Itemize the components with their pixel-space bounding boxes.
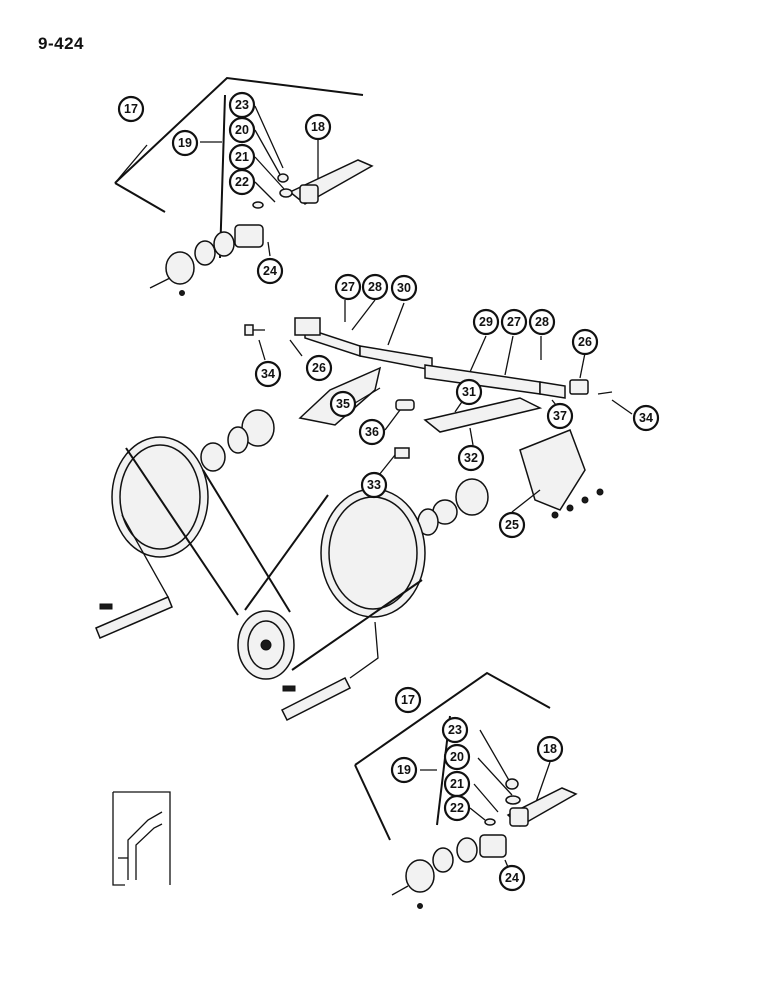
callout-c18: 35 bbox=[329, 390, 357, 418]
callout-c26: 17 bbox=[394, 686, 422, 714]
callout-c20: 36 bbox=[358, 418, 386, 446]
callout-c8: 24 bbox=[256, 257, 284, 285]
callout-c29: 20 bbox=[443, 743, 471, 771]
callout-c19: 31 bbox=[455, 378, 483, 406]
svg-text:35: 35 bbox=[336, 397, 350, 411]
callout-c33: 24 bbox=[498, 864, 526, 892]
callout-c32: 22 bbox=[443, 794, 471, 822]
top-bracket-17 bbox=[114, 76, 364, 184]
bracket-25 bbox=[519, 429, 586, 511]
svg-text:33: 33 bbox=[367, 478, 381, 492]
belt-drive bbox=[95, 436, 426, 722]
bottom-bracket-17 bbox=[354, 671, 551, 766]
svg-text:21: 21 bbox=[235, 150, 249, 164]
svg-text:37: 37 bbox=[553, 409, 567, 423]
svg-text:27: 27 bbox=[507, 315, 521, 329]
callout-c1: 17 bbox=[117, 95, 145, 123]
callout-c15: 27 bbox=[500, 308, 528, 336]
svg-text:19: 19 bbox=[178, 136, 192, 150]
svg-text:32: 32 bbox=[464, 451, 478, 465]
callout-c7: 18 bbox=[304, 113, 332, 141]
svg-text:34: 34 bbox=[261, 367, 275, 381]
callout-c13: 26 bbox=[305, 354, 333, 382]
callout-c28: 18 bbox=[536, 735, 564, 763]
top-bracket-19 bbox=[219, 94, 226, 259]
callout-c4: 20 bbox=[228, 116, 256, 144]
callout-c24: 33 bbox=[360, 471, 388, 499]
svg-text:23: 23 bbox=[448, 723, 462, 737]
svg-text:27: 27 bbox=[341, 280, 355, 294]
svg-text:31: 31 bbox=[462, 385, 476, 399]
callout-c2: 19 bbox=[171, 129, 199, 157]
svg-text:26: 26 bbox=[312, 361, 326, 375]
callout-c9: 27 bbox=[334, 273, 362, 301]
coupler-24-bottom bbox=[479, 834, 507, 858]
svg-text:34: 34 bbox=[639, 411, 653, 425]
svg-text:26: 26 bbox=[578, 335, 592, 349]
svg-text:24: 24 bbox=[263, 264, 277, 278]
page-code: 9-424 bbox=[38, 34, 84, 53]
callout-c27: 23 bbox=[441, 716, 469, 744]
callout-c11: 30 bbox=[390, 274, 418, 302]
callout-c16: 28 bbox=[528, 308, 556, 336]
svg-text:25: 25 bbox=[505, 518, 519, 532]
svg-text:21: 21 bbox=[450, 777, 464, 791]
callout-c14: 29 bbox=[472, 308, 500, 336]
svg-text:20: 20 bbox=[235, 123, 249, 137]
callout-c21: 37 bbox=[546, 402, 574, 430]
svg-text:20: 20 bbox=[450, 750, 464, 764]
shaft-right bbox=[280, 676, 352, 722]
svg-text:18: 18 bbox=[311, 120, 325, 134]
callout-c30: 19 bbox=[390, 756, 418, 784]
svg-text:17: 17 bbox=[124, 102, 138, 116]
callout-c3: 23 bbox=[228, 91, 256, 119]
svg-text:23: 23 bbox=[235, 98, 249, 112]
rod-29 bbox=[424, 364, 541, 395]
svg-text:19: 19 bbox=[397, 763, 411, 777]
svg-text:30: 30 bbox=[397, 281, 411, 295]
callout-c6: 22 bbox=[228, 168, 256, 196]
svg-text:36: 36 bbox=[365, 425, 379, 439]
svg-text:18: 18 bbox=[543, 742, 557, 756]
svg-text:28: 28 bbox=[368, 280, 382, 294]
arm-31 bbox=[423, 397, 543, 433]
callout-c22: 34 bbox=[632, 404, 660, 432]
callout-c31: 21 bbox=[443, 770, 471, 798]
coupler-24 bbox=[234, 224, 264, 248]
rod-30 bbox=[359, 345, 433, 371]
svg-text:22: 22 bbox=[235, 175, 249, 189]
svg-text:22: 22 bbox=[450, 801, 464, 815]
svg-text:28: 28 bbox=[535, 315, 549, 329]
callout-c5: 21 bbox=[228, 143, 256, 171]
callout-c12: 34 bbox=[254, 360, 282, 388]
middle-mechanism bbox=[200, 299, 633, 536]
callout-c17: 26 bbox=[571, 328, 599, 356]
inset-detail bbox=[112, 791, 171, 886]
shaft-left bbox=[95, 596, 173, 639]
callout-c25: 25 bbox=[498, 511, 526, 539]
callout-c23: 32 bbox=[457, 444, 485, 472]
svg-text:17: 17 bbox=[401, 693, 415, 707]
top-assembly bbox=[114, 76, 374, 296]
svg-text:24: 24 bbox=[505, 871, 519, 885]
bottom-assembly bbox=[354, 671, 578, 909]
svg-text:29: 29 bbox=[479, 315, 493, 329]
callout-c10: 28 bbox=[361, 273, 389, 301]
